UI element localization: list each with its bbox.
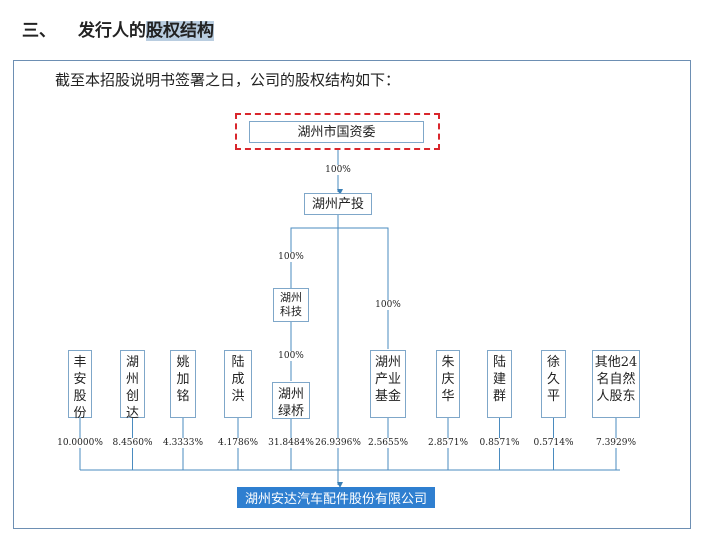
box-line: 庆 [441, 372, 455, 387]
box-line: 湖州 [277, 387, 304, 402]
shareholder-box: 姚加铭 [170, 350, 196, 418]
shareholder-box: 陆建群 [487, 350, 512, 418]
box-line: 人股东 [596, 389, 636, 404]
box-line: 华 [441, 389, 455, 404]
box-line: 湖州 [280, 291, 302, 304]
box-line: 群 [492, 389, 506, 404]
box-line: 姚 [176, 355, 190, 370]
box-line: 其他24 [594, 355, 638, 370]
box-line: 创 [125, 389, 139, 404]
box-line: 朱 [441, 355, 455, 370]
box-line: 加 [176, 372, 190, 387]
box-chantou: 湖州产投 [304, 193, 372, 215]
pct-label: 7.3929% [594, 438, 638, 448]
box-line: 产业 [374, 372, 401, 387]
box-line: 基金 [374, 389, 401, 404]
box-line: 名自然 [596, 372, 636, 387]
pct-label: 26.9396% [314, 438, 362, 448]
box-line: 科技 [280, 305, 302, 318]
box-line: 湖州 [374, 355, 401, 370]
box-line: 丰 [73, 355, 87, 370]
box-keji: 湖州科技 [273, 288, 309, 322]
pct-label: 10.0000% [56, 438, 104, 448]
box-line: 建 [492, 372, 506, 387]
box-line: 久 [546, 372, 560, 387]
pct-label: 0.5714% [532, 438, 575, 448]
shareholder-box: 陆成洪 [224, 350, 252, 418]
heading-number: 三、 [22, 21, 56, 41]
chart-frame [13, 60, 691, 529]
pct-label: 2.8571% [426, 438, 470, 448]
pct-label: 8.4560% [111, 438, 154, 448]
pct-label: 4.3333% [161, 438, 205, 448]
box-top-entity: 湖州市国资委 [249, 121, 424, 143]
section-heading: 三、 发行人的股权结构 [22, 16, 214, 41]
box-line: 湖 [125, 355, 139, 370]
shareholder-box: 朱庆华 [436, 350, 460, 418]
company-box: 湖州安达汽车配件股份有限公司 [237, 487, 435, 508]
highlight-dashed-box [235, 113, 440, 150]
box-line: 州 [125, 372, 139, 387]
box-line: 股 [73, 389, 87, 404]
pct-label: 31.8484% [267, 438, 315, 448]
box-line: 陆 [231, 355, 245, 370]
box-line: 成 [231, 372, 245, 387]
pct-label: 100% [277, 252, 305, 262]
pct-label: 2.5655% [366, 438, 410, 448]
shareholder-box: 丰安股份 [68, 350, 92, 421]
box-line: 份 [73, 406, 87, 421]
box-line: 洪 [231, 389, 245, 404]
pct-label: 4.1786% [216, 438, 260, 448]
pct-label: 0.8571% [478, 438, 521, 448]
box-line: 徐 [546, 355, 560, 370]
pct-label: 100% [374, 300, 402, 310]
pct-label: 100% [277, 351, 305, 361]
heading-highlight: 股权结构 [146, 21, 214, 41]
shareholder-box: 其他24 名自然人股东 [592, 350, 640, 418]
box-line: 陆 [492, 355, 506, 370]
shareholder-box: 湖州创达 [120, 350, 145, 421]
heading-prefix: 发行人的 [78, 21, 146, 41]
box-line: 达 [125, 406, 139, 421]
box-line: 绿桥 [277, 404, 304, 419]
intro-text: 截至本招股说明书签署之日，公司的股权结构如下： [55, 71, 401, 89]
shareholder-box: 湖州绿桥 [272, 382, 310, 419]
shareholder-box: 湖州产业基金 [370, 350, 406, 418]
box-line: 平 [546, 389, 560, 404]
box-line: 安 [73, 372, 87, 387]
shareholder-box: 徐久平 [541, 350, 566, 418]
pct-label: 100% [324, 165, 352, 175]
box-line: 铭 [176, 389, 190, 404]
